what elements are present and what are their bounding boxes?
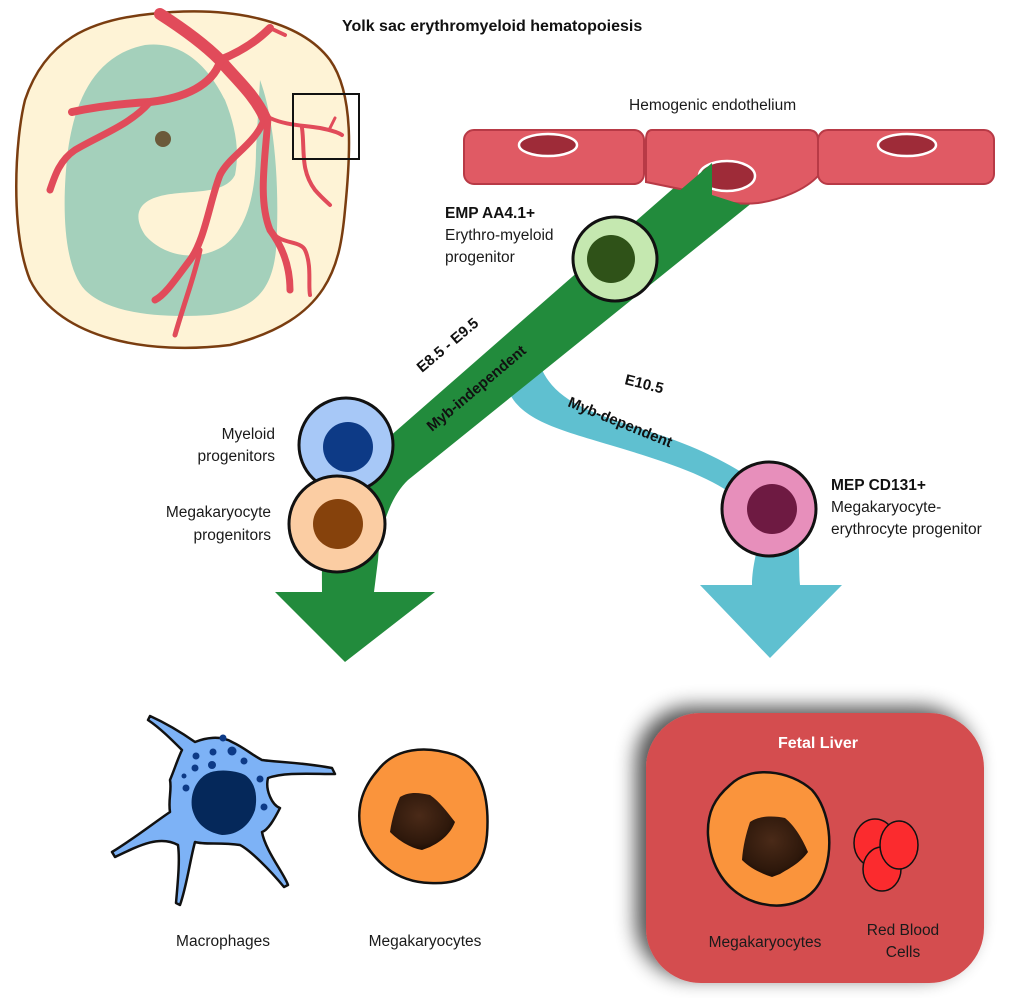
megakaryocyte-nucleus [390, 793, 455, 850]
myb-dependent-stage-label: E10.5 [623, 371, 665, 397]
red-blood-cells [853, 818, 919, 892]
megakaryocyte-illustration [358, 748, 489, 885]
macrophages-label: Macrophages [176, 933, 270, 950]
megakaryocyte-progenitors-line1: Megakaryocyte [166, 504, 271, 521]
fetal-liver-box: Fetal Liver Megakaryocytes Red Blood Cel… [646, 713, 984, 983]
red-blood-cells-line1: Red Blood [867, 922, 939, 939]
myeloid-progenitor-nucleus [323, 422, 373, 472]
macrophage-illustration [110, 714, 337, 907]
mep-name: MEP CD131+ [831, 477, 926, 494]
endothelial-nucleus-right [876, 132, 938, 158]
myb-dependent-pathway [508, 365, 842, 658]
myeloid-progenitor-cell [297, 396, 395, 494]
mep-nucleus [747, 484, 797, 534]
embryo-shape [64, 44, 278, 316]
emp-description-line2: progenitor [445, 249, 515, 266]
fetal-liver-megakaryocyte-nucleus [742, 816, 808, 877]
emp-nucleus [587, 235, 635, 283]
fetal-liver-megakaryocytes-label: Megakaryocytes [709, 934, 822, 951]
mep-description-line2: erythrocyte progenitor [831, 521, 982, 538]
fetal-liver-megakaryocyte [706, 771, 831, 907]
hemogenic-endothelium [463, 129, 995, 232]
macrophage-nucleus [191, 770, 257, 835]
megakaryocytes-label: Megakaryocytes [369, 933, 482, 950]
yolk-sac-illustration [15, 8, 360, 350]
myb-dependent-arrow [508, 365, 842, 658]
zoom-region-box [292, 93, 360, 160]
emp-cell [571, 215, 659, 303]
red-blood-cells-line2: Cells [886, 944, 921, 961]
myeloid-progenitors-line1: Myeloid [222, 426, 275, 443]
embryo-eye [155, 131, 171, 147]
hemogenic-endothelium-label: Hemogenic endothelium [629, 97, 796, 114]
diagram-title: Yolk sac erythromyeloid hematopoiesis [342, 18, 642, 35]
emp-emergence [678, 163, 740, 232]
macrophage-granules [181, 734, 268, 811]
emp-description-line1: Erythro-myeloid [445, 227, 554, 244]
megakaryocyte-progenitors-line2: progenitors [193, 527, 271, 544]
mep-cell [720, 460, 818, 558]
megakaryocyte-progenitor-cell [287, 474, 387, 574]
mep-description-line1: Megakaryocyte- [831, 499, 941, 516]
emp-name: EMP AA4.1+ [445, 205, 535, 222]
myeloid-progenitors-line2: progenitors [197, 448, 275, 465]
blood-vessels [46, 8, 344, 338]
red-blood-cell [879, 820, 919, 870]
megakaryocyte-progenitor-nucleus [313, 499, 363, 549]
fetal-liver-title: Fetal Liver [778, 735, 858, 752]
endothelial-nucleus-left [517, 132, 579, 158]
